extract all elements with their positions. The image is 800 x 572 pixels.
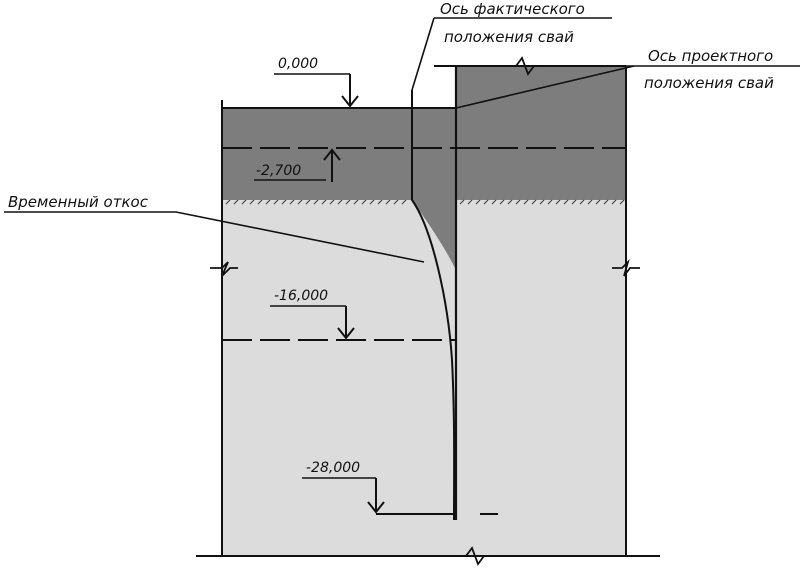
break-mark-bottom (458, 546, 494, 566)
ground-hatch-tick (571, 199, 577, 205)
ground-hatch-tick (377, 199, 383, 205)
ground-hatch-tick (353, 199, 359, 205)
elevation-28000-label: -28,000 (306, 460, 360, 476)
actual-pile-axis-line (411, 90, 456, 521)
ground-hatch-tick (297, 199, 303, 205)
temporary-slope-label: Временный откос (8, 193, 149, 211)
ground-hatch-tick (313, 199, 319, 205)
ground-hatch-tick (281, 199, 287, 205)
ground-hatch-tick (345, 199, 351, 205)
ground-hatch-tick (619, 199, 625, 205)
temporary-slope-wedge (412, 200, 456, 270)
ground-hatch-tick (587, 199, 593, 205)
break-mark-left (210, 261, 238, 277)
temporary-slope-leader (175, 211, 425, 263)
ground-hatch-tick (265, 199, 271, 205)
break-mark-right (612, 258, 640, 277)
elevation-28000-arrowhead (367, 501, 385, 514)
ground-hatch-tick (595, 199, 601, 205)
ground-hatch-tick (475, 199, 481, 205)
ground-hatching-left (225, 199, 407, 205)
break-mark-top (506, 56, 546, 76)
ground-hatch-tick (555, 199, 561, 205)
ground-hatch-tick (523, 199, 529, 205)
ground-hatch-tick (401, 199, 407, 205)
actual-axis-label-line2: положения свай (444, 28, 574, 46)
ground-hatch-tick (531, 199, 537, 205)
ground-hatch-tick (603, 199, 609, 205)
ground-hatching-right (459, 199, 625, 205)
ground-hatch-tick (515, 199, 521, 205)
elevation-16000-arrowhead (337, 327, 355, 340)
ground-hatch-tick (491, 199, 497, 205)
ground-hatch-tick (225, 199, 231, 205)
design-axis-leader (455, 65, 635, 109)
elevation-2700-arrowhead (323, 148, 341, 161)
ground-hatch-tick (273, 199, 279, 205)
ground-hatch-tick (611, 199, 617, 205)
ground-hatch-tick (305, 199, 311, 205)
ground-hatch-tick (539, 199, 545, 205)
ground-hatch-tick (579, 199, 585, 205)
ground-hatch-tick (321, 199, 327, 205)
ground-hatch-tick (249, 199, 255, 205)
ground-hatch-tick (385, 199, 391, 205)
ground-hatch-tick (547, 199, 553, 205)
ground-hatch-tick (289, 199, 295, 205)
ground-hatch-tick (507, 199, 513, 205)
ground-hatch-tick (361, 199, 367, 205)
ground-hatch-tick (337, 199, 343, 205)
actual-axis-leader (411, 17, 435, 91)
ground-hatch-tick (563, 199, 569, 205)
actual-axis-label-line1: Ось фактического (440, 0, 585, 18)
elevation-16000-label: -16,000 (274, 288, 328, 304)
ground-hatch-tick (233, 199, 239, 205)
soil-body-light (222, 200, 626, 556)
ground-hatch-tick (369, 199, 375, 205)
ground-hatch-tick (241, 199, 247, 205)
ground-hatch-tick (257, 199, 263, 205)
design-axis-label-line1: Ось проектного (648, 47, 773, 65)
ground-hatch-tick (329, 199, 335, 205)
soil-layer-dark-left (222, 108, 456, 200)
ground-hatch-tick (467, 199, 473, 205)
elevation-2700-label: -2,700 (256, 163, 301, 179)
ground-hatch-tick (393, 199, 399, 205)
ground-hatch-tick (483, 199, 489, 205)
elevation-0000-label: 0,000 (278, 56, 318, 72)
soil-embankment-dark-right (456, 66, 626, 200)
ground-hatch-tick (459, 199, 465, 205)
elevation-0000-arrowhead (341, 95, 359, 108)
ground-hatch-tick (499, 199, 505, 205)
design-axis-label-line2: положения свай (644, 74, 774, 92)
